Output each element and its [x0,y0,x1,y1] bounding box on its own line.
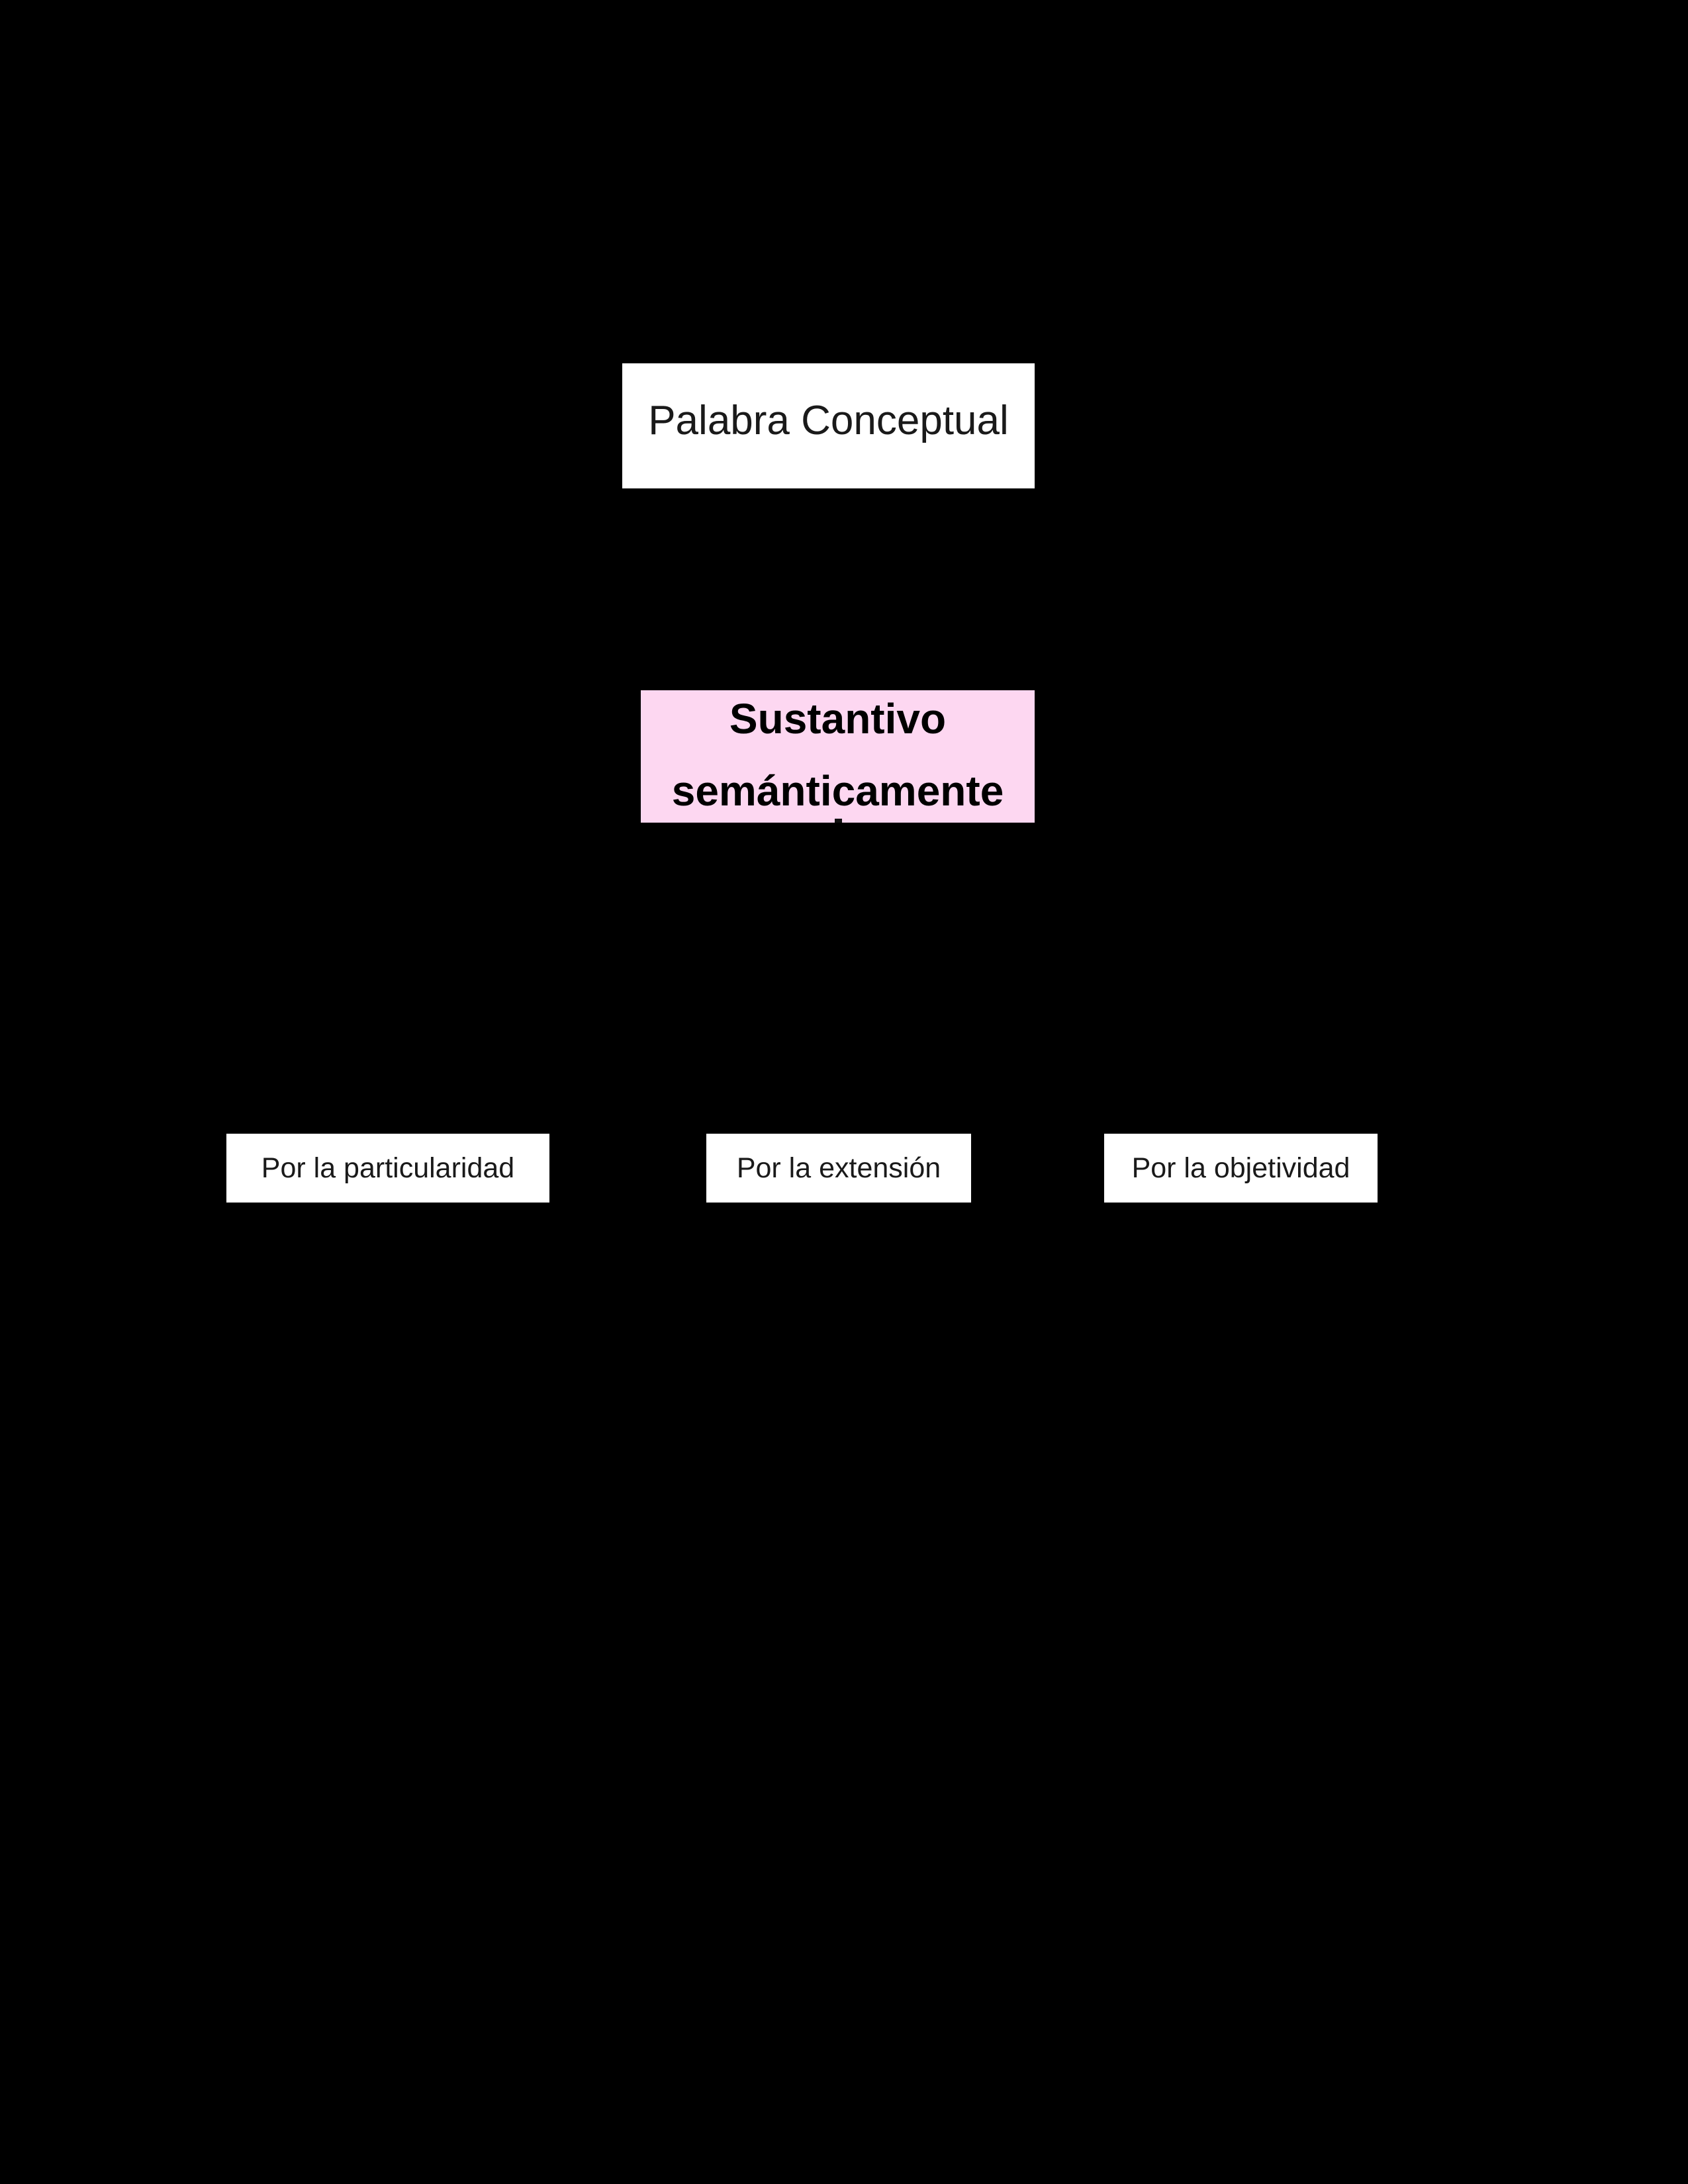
node-palabra-conceptual: Palabra Conceptual [622,363,1035,488]
clipped-text-fragment [835,819,842,823]
node-sustantivo-semanticamente: Sustantivo semánticamente [641,690,1035,823]
node-por-la-objetividad: Por la objetividad [1104,1134,1378,1203]
highlight-node-line-2: semánticamente [671,767,1004,815]
node-por-la-extension: Por la extensión [706,1134,971,1203]
node-palabra-conceptual-label: Palabra Conceptual [648,398,1009,443]
node-por-la-particularidad-label: Por la particularidad [261,1152,515,1184]
node-por-la-objetividad-label: Por la objetividad [1131,1152,1350,1184]
highlight-node-line-1: Sustantivo [729,695,947,743]
node-por-la-particularidad: Por la particularidad [226,1134,549,1203]
node-por-la-extension-label: Por la extensión [736,1152,941,1184]
